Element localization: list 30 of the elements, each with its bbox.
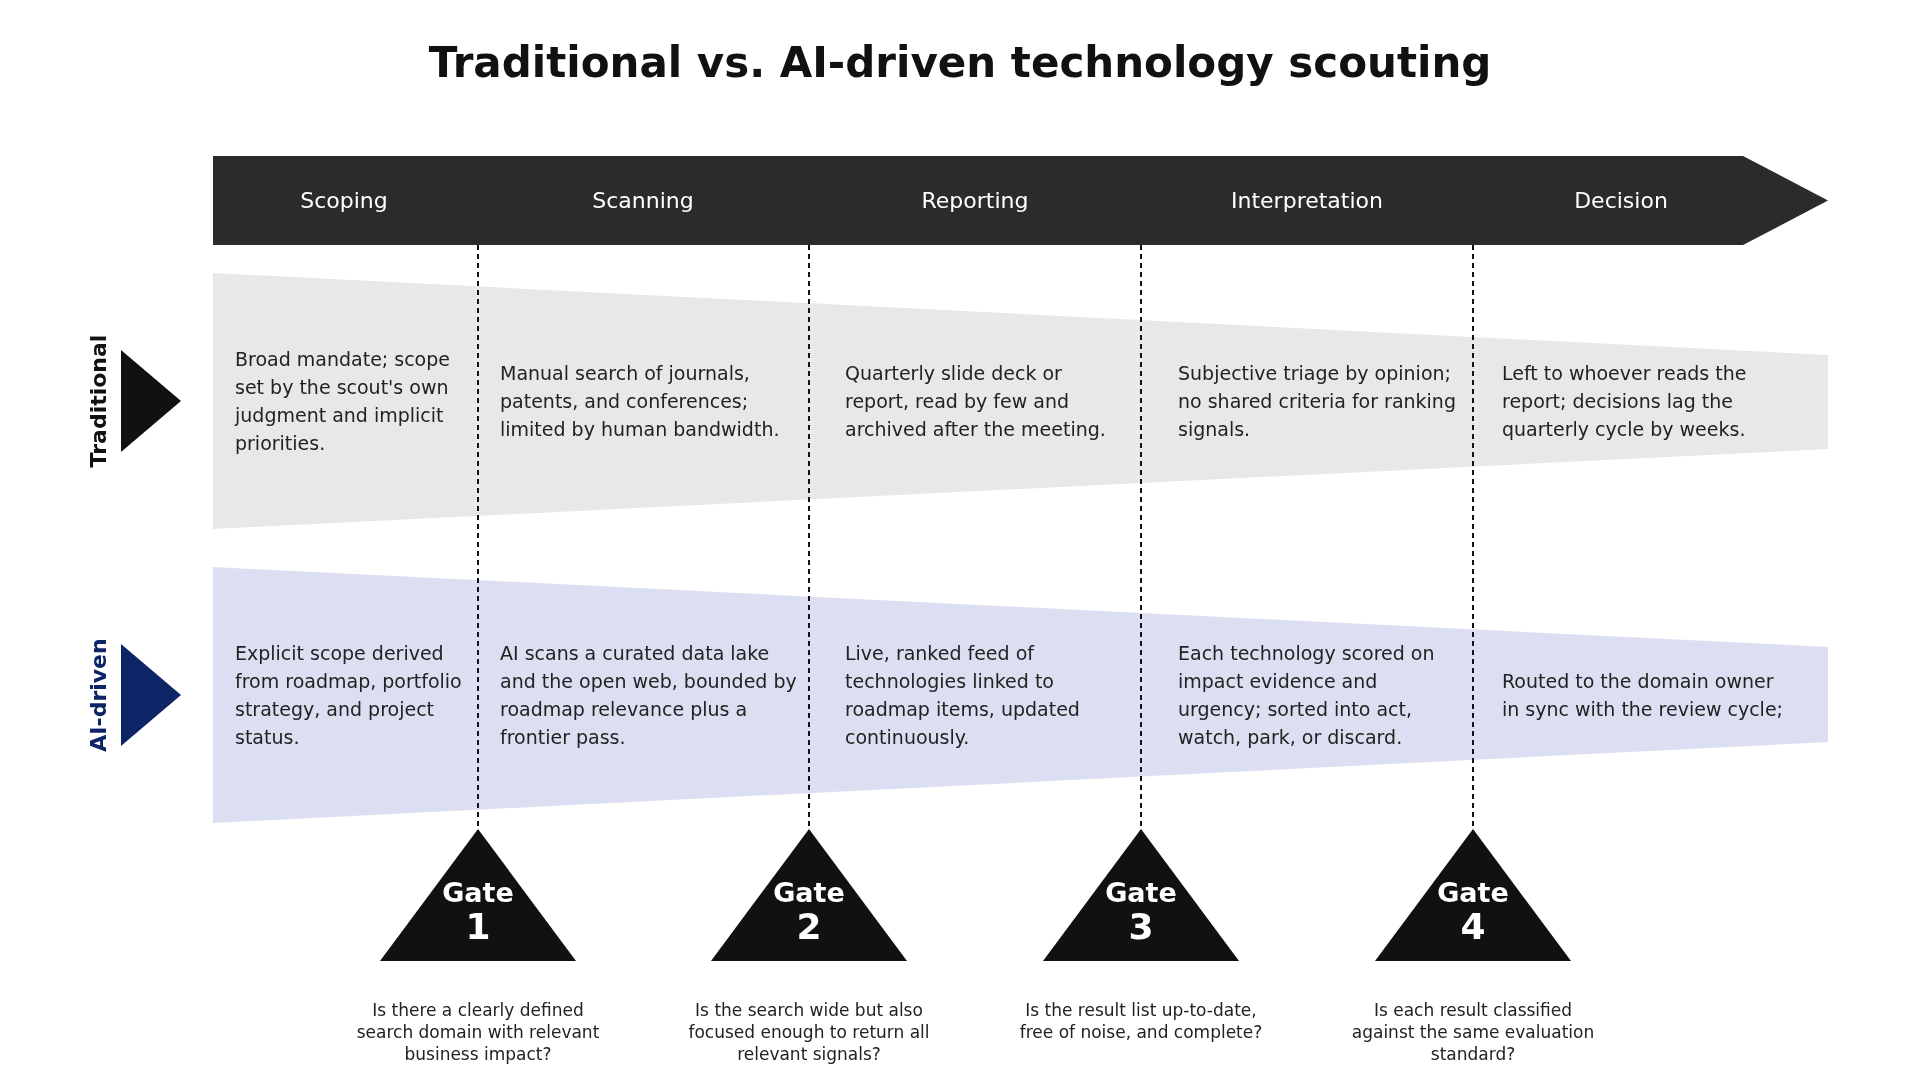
diagram-title: Traditional vs. AI-driven technology scouting <box>427 38 1493 87</box>
phase-label: Reporting <box>921 187 1029 213</box>
row-label: Traditional <box>85 334 111 468</box>
cell-text: Quarterly slide deck or report, read by few and archived after the meeting. <box>845 359 1120 443</box>
cell-text: Explicit scope derived from roadmap, portfolio strategy, and project status. <box>235 639 465 751</box>
gate-number: 4 <box>1459 909 1487 945</box>
cell-text: Each technology scored on impact evidence and urgency; sorted into act, watch, park, or discard. <box>1178 639 1463 751</box>
gate-label: Gate <box>441 879 515 906</box>
question-text: Is the search wide but also focused enough to return all relevant signals? <box>687 999 931 1065</box>
gate-label: Gate <box>1104 879 1178 906</box>
gate-number: 3 <box>1127 909 1155 945</box>
cell-text: Subjective triage by opinion; no shared criteria for ranking signals. <box>1178 359 1463 443</box>
cell-text: AI scans a curated data lake and the open web, bounded by roadmap relevance plus a frontier pass. <box>500 639 800 751</box>
gate-label: Gate <box>1436 879 1510 906</box>
phase-label: Scoping <box>300 187 388 213</box>
cell-text: Live, ranked feed of technologies linked to roadmap items, updated continuously. <box>845 639 1120 751</box>
cell-text: Routed to the domain owner in sync with the review cycle; <box>1502 667 1792 723</box>
phase-label: Scanning <box>592 187 694 213</box>
row-label: AI-driven <box>85 638 111 752</box>
cell-text: Broad mandate; scope set by the scout's own judgment and implicit priorities. <box>235 345 465 457</box>
gate-label: Gate <box>772 879 846 906</box>
question-text: Is there a clearly defined search domain with relevant business impact? <box>355 999 601 1065</box>
question-text: Is each result classified against the same evaluation standard? <box>1350 999 1596 1065</box>
gate-number: 2 <box>795 909 823 945</box>
cell-text: Manual search of journals, patents, and conferences; limited by human bandwidth. <box>500 359 800 443</box>
cell-text: Left to whoever reads the report; decisions lag the quarterly cycle by weeks. <box>1502 359 1792 443</box>
gate-number: 1 <box>464 909 492 945</box>
phase-label: Interpretation <box>1231 187 1383 213</box>
question-text: Is the result list up-to-date, free of noise, and complete? <box>1018 999 1264 1043</box>
phase-label: Decision <box>1574 187 1668 213</box>
